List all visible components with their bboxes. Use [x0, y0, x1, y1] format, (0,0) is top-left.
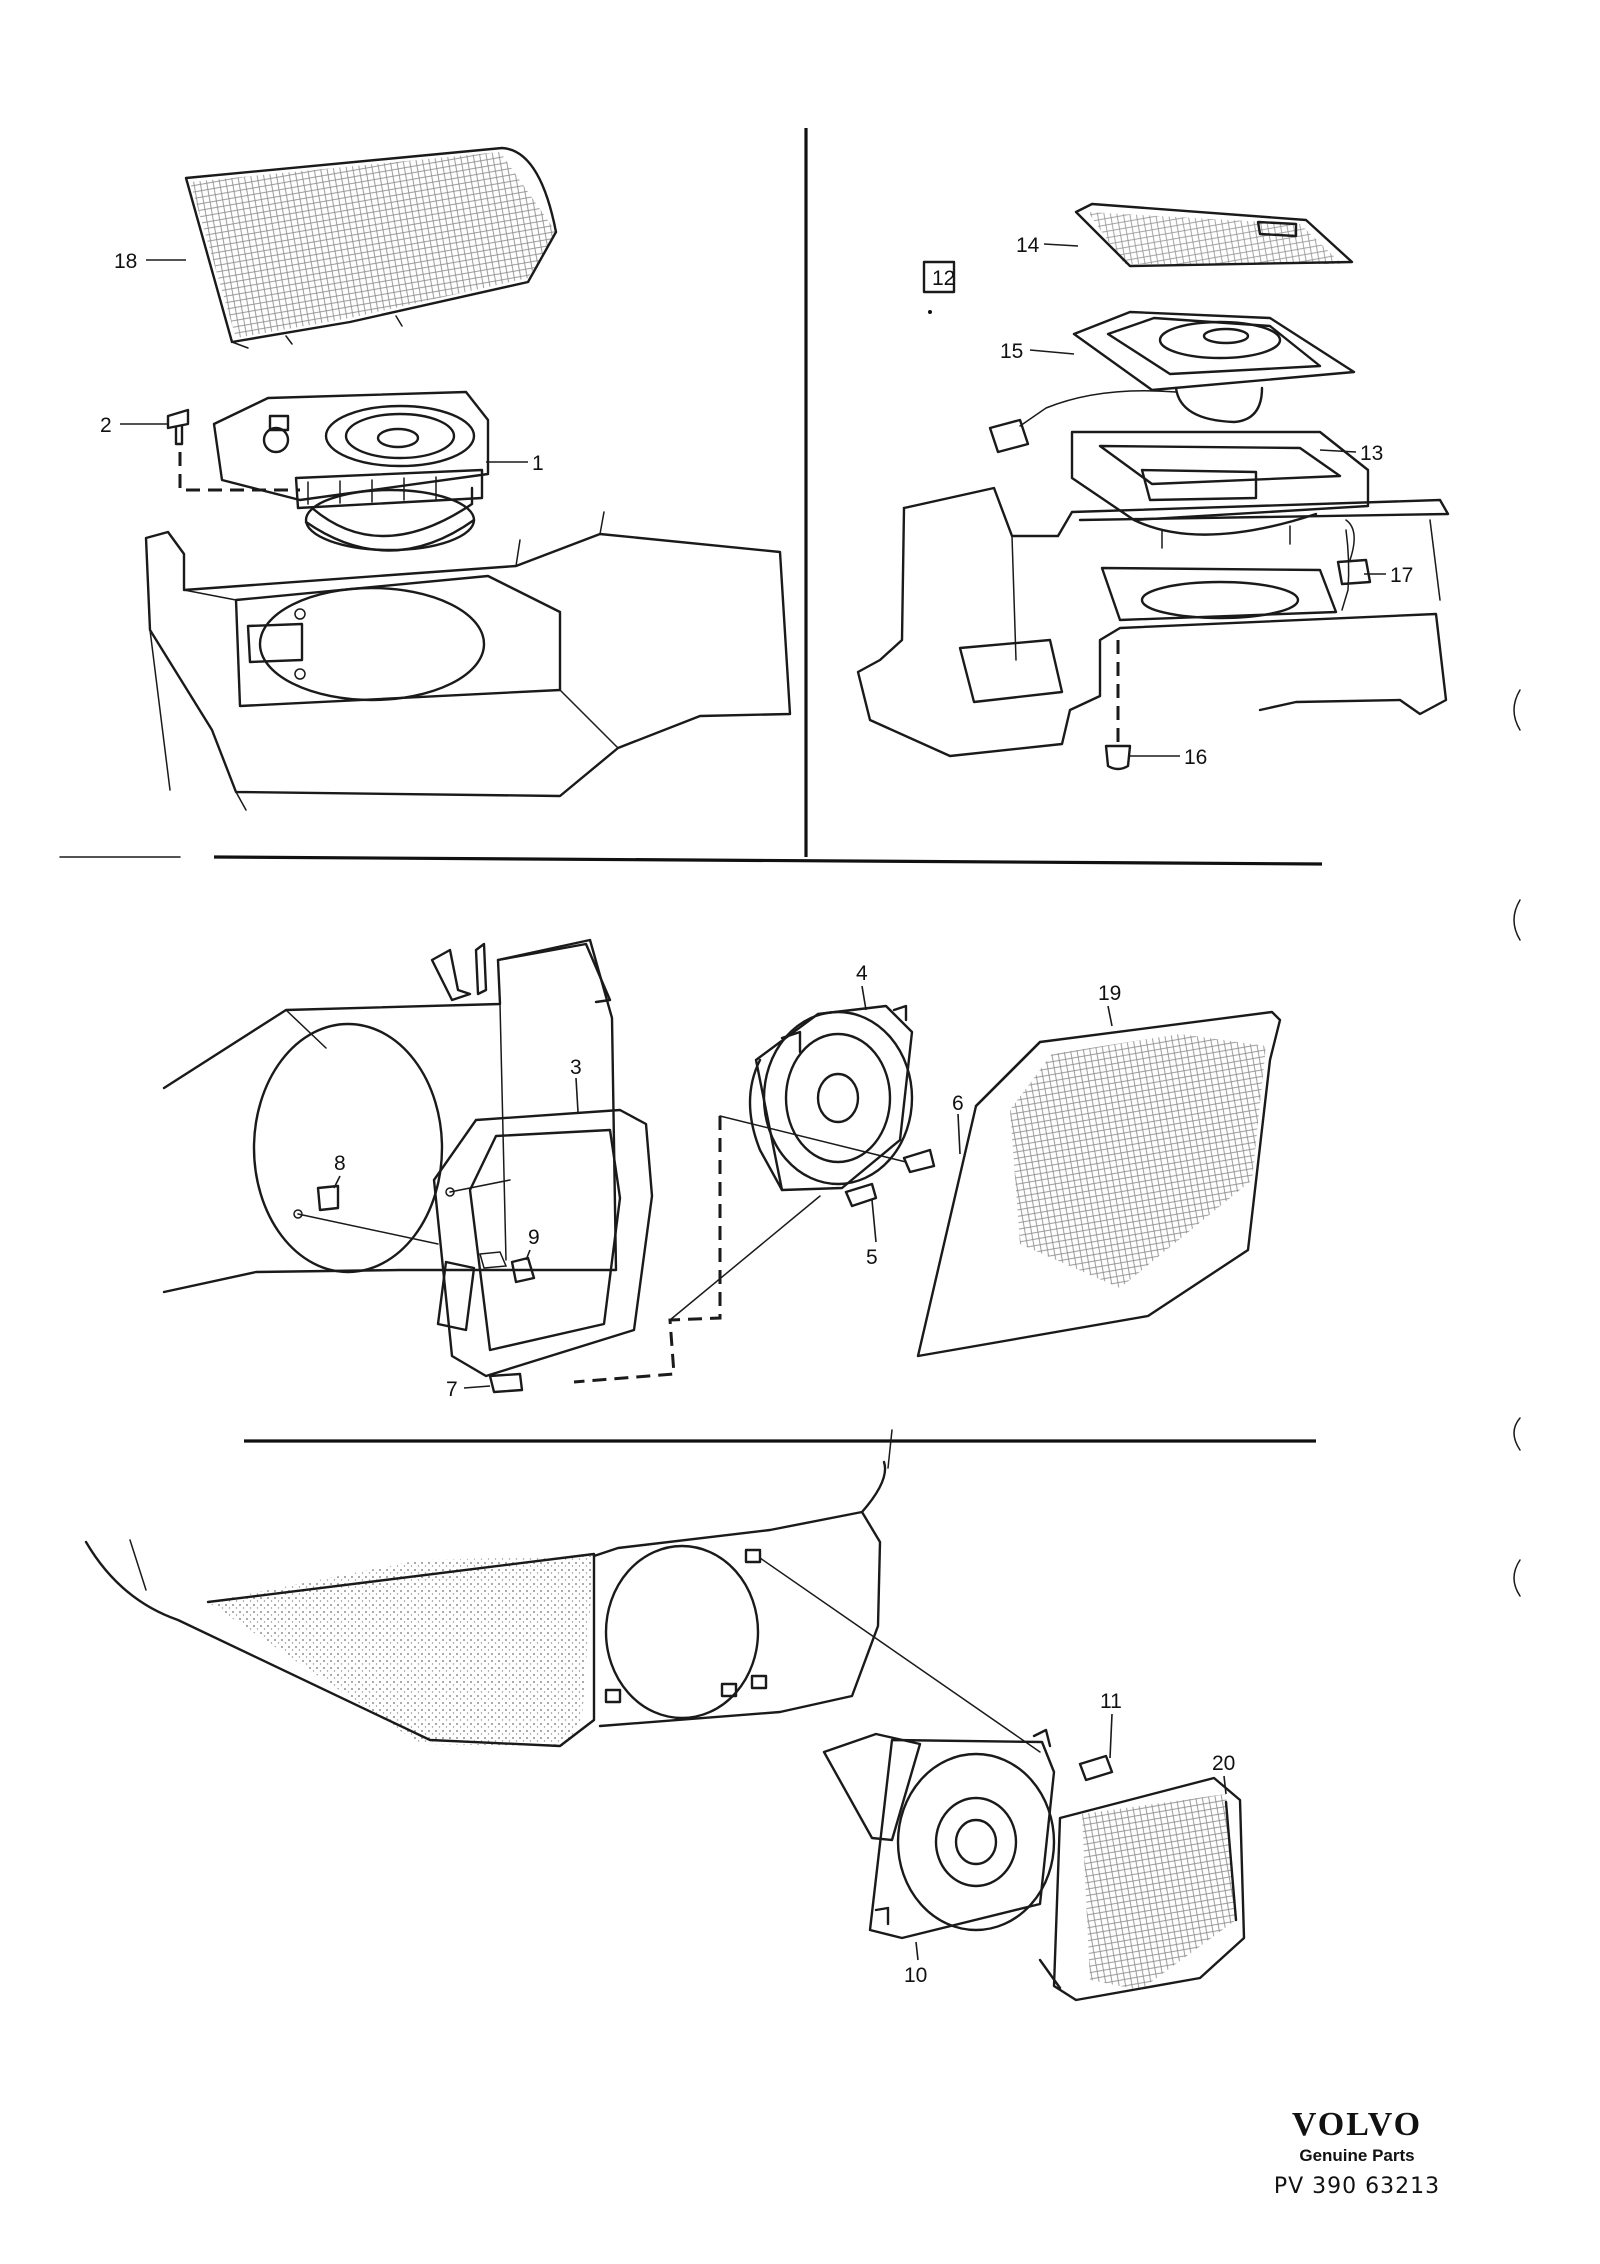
callout-6: 6 — [952, 1092, 964, 1115]
rear-shelf-drawing — [856, 486, 1450, 758]
callout-13: 13 — [1360, 442, 1383, 465]
clip-16-drawing — [1104, 744, 1132, 771]
margin-mark — [1513, 899, 1521, 941]
screw-11-drawing — [1078, 1754, 1114, 1782]
margin-mark — [1513, 1417, 1521, 1451]
callout-4: 4 — [856, 962, 868, 985]
speaker-4-drawing — [748, 1004, 914, 1192]
alignment-lines-middle — [297, 1115, 907, 1321]
callout-16: 16 — [1184, 746, 1207, 769]
callout-1: 1 — [532, 452, 544, 475]
bracket-3-drawing — [432, 1108, 654, 1378]
callout-7: 7 — [446, 1378, 458, 1401]
speaker-1-drawing — [212, 390, 490, 552]
reference-box-12 — [922, 260, 956, 294]
volvo-logo: VOLVO — [1291, 2106, 1423, 2143]
illustration-code: PV 390 63213 — [1273, 2174, 1441, 2199]
margin-mark — [1513, 1559, 1521, 1597]
callout-leaders — [120, 243, 1386, 1961]
bottom-assembly — [84, 1429, 1521, 2002]
middle-assembly — [162, 899, 1521, 1451]
grille-20-drawing — [1038, 1776, 1246, 2002]
callout-19: 19 — [1098, 982, 1121, 1005]
callout-8: 8 — [334, 1152, 346, 1175]
callout-12: 12 — [932, 267, 955, 290]
housing-13-drawing — [1070, 430, 1370, 549]
upper-horizontal-divider — [213, 855, 1323, 866]
plug-17-drawing — [1336, 519, 1372, 586]
grille-19-drawing — [916, 1010, 1282, 1358]
callout-9: 9 — [528, 1226, 540, 1249]
callout-10: 10 — [904, 1964, 927, 1987]
grille-14-drawing — [1074, 202, 1354, 268]
callout-20: 20 — [1212, 1752, 1235, 1775]
callout-17: 17 — [1390, 564, 1413, 587]
callout-5: 5 — [866, 1246, 878, 1269]
margin-mark — [1513, 689, 1521, 731]
volvo-branding: VOLVO Genuine Parts PV 390 63213 — [1262, 2106, 1452, 2199]
top-right-assembly — [856, 202, 1521, 771]
callout-15: 15 — [1000, 340, 1023, 363]
callout-11: 11 — [1100, 1690, 1122, 1713]
callout-14: 14 — [1016, 234, 1040, 257]
screws-5-6-7-drawing — [488, 1148, 936, 1394]
genuine-parts-label: Genuine Parts — [1299, 2146, 1415, 2165]
lower-panel-drawing — [84, 1429, 1041, 1753]
plug-9-shape — [510, 1256, 536, 1284]
callout-3: 3 — [570, 1056, 582, 1079]
nut-8-shape — [316, 1184, 340, 1212]
grille-18-drawing — [184, 146, 558, 349]
top-left-assembly — [144, 146, 792, 811]
callout-numbers: 18 2 1 12 14 15 13 17 16 3 4 19 6 5 8 9 … — [100, 234, 1413, 1987]
speaker-15-drawing — [988, 310, 1356, 454]
callout-2: 2 — [100, 414, 112, 437]
callout-18: 18 — [114, 250, 137, 273]
door-panel-drawing — [162, 938, 618, 1294]
dash-body-drawing — [144, 511, 792, 811]
speaker-10-drawing — [822, 1728, 1056, 1940]
section-dividers — [59, 128, 1323, 1443]
